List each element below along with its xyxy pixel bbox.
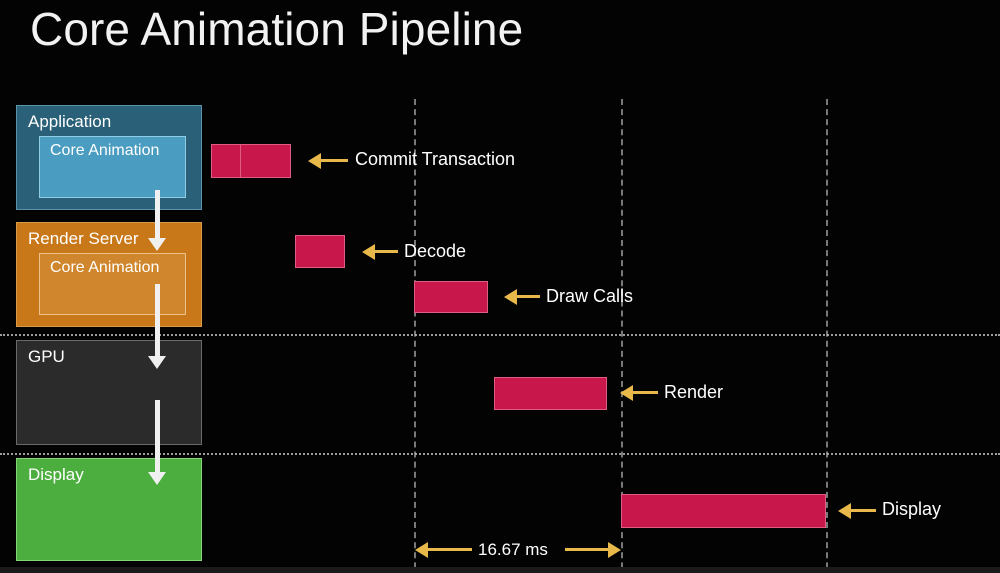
callout-label-draw-calls: Draw Calls [546, 286, 634, 306]
flow-arrowhead-display [148, 472, 166, 485]
callout-arrowhead-display [838, 503, 851, 519]
measure-label-frame-duration: 16.67 ms [478, 540, 548, 559]
flow-arrow-render-server-to-gpu [155, 284, 160, 356]
timeline-bar-display[interactable] [621, 494, 826, 528]
flow-arrowhead-render-server [148, 238, 166, 251]
callout-line-decode [374, 250, 398, 253]
timeline-bar-commit-transaction[interactable] [211, 144, 291, 178]
callout-arrowhead-commit-transaction [308, 153, 321, 169]
stage-render-server-core-animation[interactable]: Core Animation [39, 253, 186, 315]
separator-display [0, 453, 1000, 455]
callout-line-draw-calls [516, 295, 540, 298]
bottom-band [0, 567, 1000, 573]
flow-arrow-application-to-render-server [155, 190, 160, 238]
flow-arrowhead-gpu [148, 356, 166, 369]
stage-application-core-animation-label: Core Animation [50, 142, 160, 159]
timeline-bar-draw-calls[interactable] [414, 281, 488, 313]
stage-render-server-label: Render Server [28, 229, 139, 248]
timeline-bar-decode[interactable] [295, 235, 345, 268]
callout-arrowhead-decode [362, 244, 375, 260]
stage-display[interactable]: Display [16, 458, 202, 561]
callout-line-render [632, 391, 658, 394]
separator-gpu [0, 334, 1000, 336]
measure-line-right [565, 548, 609, 551]
callout-arrowhead-render [620, 385, 633, 401]
stage-application-core-animation[interactable]: Core Animation [39, 136, 186, 198]
measure-line-left [427, 548, 472, 551]
callout-line-commit-transaction [320, 159, 348, 162]
stage-gpu-label: GPU [28, 347, 65, 366]
stage-application-label: Application [28, 112, 112, 131]
callout-line-display [850, 509, 876, 512]
stage-gpu[interactable]: GPU [16, 340, 202, 445]
gridline-vertical-2 [621, 99, 623, 573]
stage-display-label: Display [28, 465, 84, 484]
timeline-bar-commit-transaction-divider [240, 145, 241, 177]
stage-application[interactable]: Application Core Animation [16, 105, 202, 210]
callout-arrowhead-draw-calls [504, 289, 517, 305]
stage-render-server[interactable]: Render Server Core Animation [16, 222, 202, 327]
gridline-vertical-3 [826, 99, 828, 573]
callout-label-render: Render [664, 382, 724, 402]
stage-render-server-core-animation-label: Core Animation [50, 259, 160, 276]
page-title: Core Animation Pipeline [30, 3, 524, 55]
measure-arrowhead-left [415, 542, 428, 558]
flow-arrow-gpu-to-display [155, 400, 160, 472]
callout-label-display: Display [882, 499, 942, 519]
measure-arrowhead-right [608, 542, 621, 558]
callout-label-commit-transaction: Commit Transaction [355, 149, 516, 169]
gridline-vertical-1 [414, 99, 416, 573]
timeline-bar-render[interactable] [494, 377, 607, 410]
callout-label-decode: Decode [404, 241, 467, 261]
